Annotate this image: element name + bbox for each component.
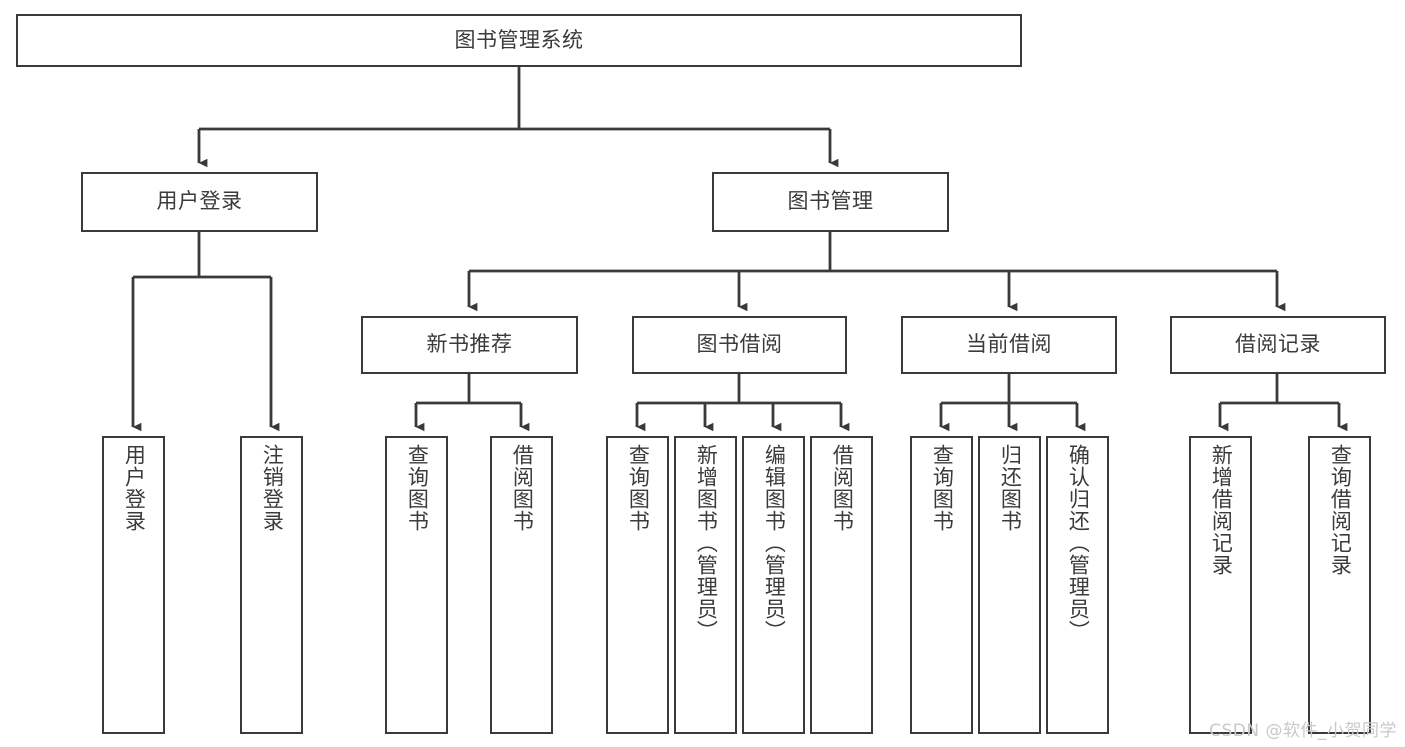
leaf-confirm-return-label: 确认归还（管理员） [1066,444,1091,642]
leaf-add-book[interactable]: 新增图书（管理员） [674,436,737,734]
leaf-query-book-2[interactable]: 查询图书 [606,436,669,734]
node-book-borrow[interactable]: 图书借阅 [632,316,847,374]
leaf-user-login-label: 用户登录 [122,444,147,532]
node-root-label: 图书管理系统 [454,27,584,52]
node-borrow-record-label: 借阅记录 [1235,332,1321,357]
node-book-management[interactable]: 图书管理 [712,172,949,232]
leaf-borrow-book-1[interactable]: 借阅图书 [490,436,553,734]
node-book-borrow-label: 图书借阅 [696,332,783,357]
leaf-edit-book-label: 编辑图书（管理员） [762,444,787,642]
leaf-edit-book[interactable]: 编辑图书（管理员） [742,436,805,734]
leaf-borrow-book-2-label: 借阅图书 [830,444,855,532]
leaf-query-book-1-label: 查询图书 [405,444,430,532]
leaf-query-book-3-label: 查询图书 [930,444,955,532]
leaf-query-record[interactable]: 查询借阅记录 [1308,436,1371,734]
leaf-borrow-book-2[interactable]: 借阅图书 [810,436,873,734]
node-user-login[interactable]: 用户登录 [81,172,318,232]
watermark: CSDN @软件_小贺同学 [1209,721,1397,741]
leaf-borrow-book-1-label: 借阅图书 [510,444,535,532]
node-borrow-record[interactable]: 借阅记录 [1170,316,1386,374]
leaf-add-record[interactable]: 新增借阅记录 [1189,436,1252,734]
leaf-return-book-label: 归还图书 [998,444,1023,532]
leaf-confirm-return[interactable]: 确认归还（管理员） [1046,436,1109,734]
leaf-logout-label: 注销登录 [260,444,285,532]
node-current-borrow[interactable]: 当前借阅 [901,316,1117,374]
leaf-return-book[interactable]: 归还图书 [978,436,1041,734]
node-new-book-recommend-label: 新书推荐 [426,332,513,357]
leaf-query-book-2-label: 查询图书 [626,444,651,532]
leaf-add-record-label: 新增借阅记录 [1209,444,1234,576]
leaf-user-login[interactable]: 用户登录 [102,436,165,734]
node-book-management-label: 图书管理 [787,189,874,214]
leaf-query-book-1[interactable]: 查询图书 [385,436,448,734]
node-root[interactable]: 图书管理系统 [16,14,1022,67]
node-new-book-recommend[interactable]: 新书推荐 [361,316,578,374]
leaf-query-book-3[interactable]: 查询图书 [910,436,973,734]
leaf-query-record-label: 查询借阅记录 [1328,444,1353,576]
node-user-login-label: 用户登录 [156,189,243,214]
node-current-borrow-label: 当前借阅 [966,332,1052,357]
leaf-add-book-label: 新增图书（管理员） [694,444,719,642]
leaf-logout[interactable]: 注销登录 [240,436,303,734]
